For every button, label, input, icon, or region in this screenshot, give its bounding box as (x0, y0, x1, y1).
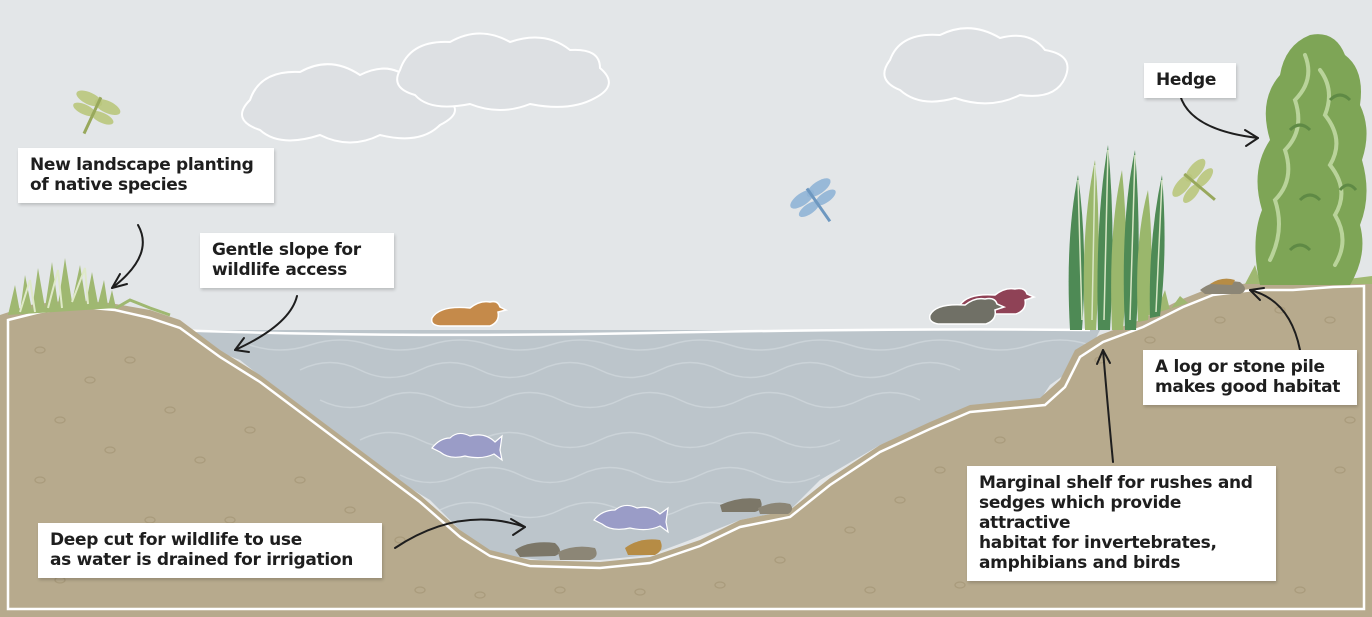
label-marginal-shelf: Marginal shelf for rushes and sedges whi… (967, 466, 1276, 581)
label-hedge: Hedge (1144, 63, 1236, 98)
label-new-planting: New landscape planting of native species (18, 148, 274, 203)
label-gentle-slope: Gentle slope for wildlife access (200, 233, 394, 288)
label-log-pile: A log or stone pile makes good habitat (1143, 350, 1357, 405)
label-deep-cut: Deep cut for wildlife to use as water is… (38, 523, 382, 578)
